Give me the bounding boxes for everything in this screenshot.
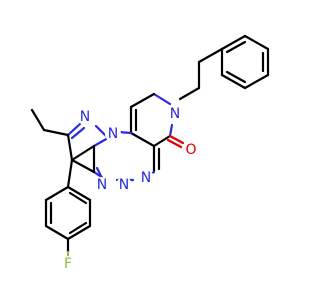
triazine-nitrogen-1: N: [94, 177, 110, 193]
carbonyl-oxygen: O: [183, 142, 199, 158]
bond: [225, 40, 247, 54]
bond: [168, 123, 174, 138]
pyrazole-nitrogen-2: N: [105, 126, 121, 142]
bond: [66, 133, 74, 162]
bond: [243, 73, 270, 90]
bond: [168, 134, 185, 145]
atom-label-n: N: [80, 109, 90, 125]
atom-label-o: O: [185, 142, 196, 158]
bond: [129, 131, 156, 148]
bond: [68, 221, 88, 235]
bond-lines: [30, 34, 270, 260]
bond: [243, 34, 270, 51]
bond: [220, 34, 247, 51]
bond: [152, 92, 172, 106]
bond: [70, 158, 96, 174]
bond: [68, 191, 88, 205]
atom-labels: N O N N N N N F: [60, 106, 199, 272]
bond: [44, 185, 70, 202]
molecule-structure-drawing: N O N N N N N F: [30, 34, 270, 272]
fluorine-atom: F: [60, 256, 76, 272]
atom-label-n: N: [97, 177, 107, 193]
bond: [152, 134, 172, 148]
atom-label-n: N: [108, 126, 118, 142]
bond: [66, 185, 92, 202]
bond: [70, 144, 96, 162]
bond: [92, 136, 110, 148]
triazine-nitrogen-2: N: [116, 177, 132, 193]
bond: [129, 92, 156, 109]
atom-label-n: N: [119, 177, 129, 193]
bond: [70, 126, 86, 140]
triazine-nitrogen-3: N: [138, 170, 154, 186]
bond: [42, 128, 70, 137]
bond: [197, 47, 224, 64]
atom-label-n: N: [170, 106, 180, 122]
bond: [220, 73, 247, 90]
bond: [95, 166, 103, 178]
pyridone-nitrogen: N: [167, 106, 183, 122]
bond: [66, 224, 92, 241]
bond: [30, 108, 46, 132]
bond: [178, 86, 201, 101]
atom-label-n: N: [141, 170, 151, 186]
bond: [44, 224, 70, 241]
bond: [166, 138, 183, 149]
bond: [225, 70, 247, 84]
bond: [66, 158, 74, 189]
bond: [66, 122, 82, 137]
atom-label-f: F: [64, 256, 72, 272]
pyrazole-nitrogen-1: N: [77, 109, 93, 125]
